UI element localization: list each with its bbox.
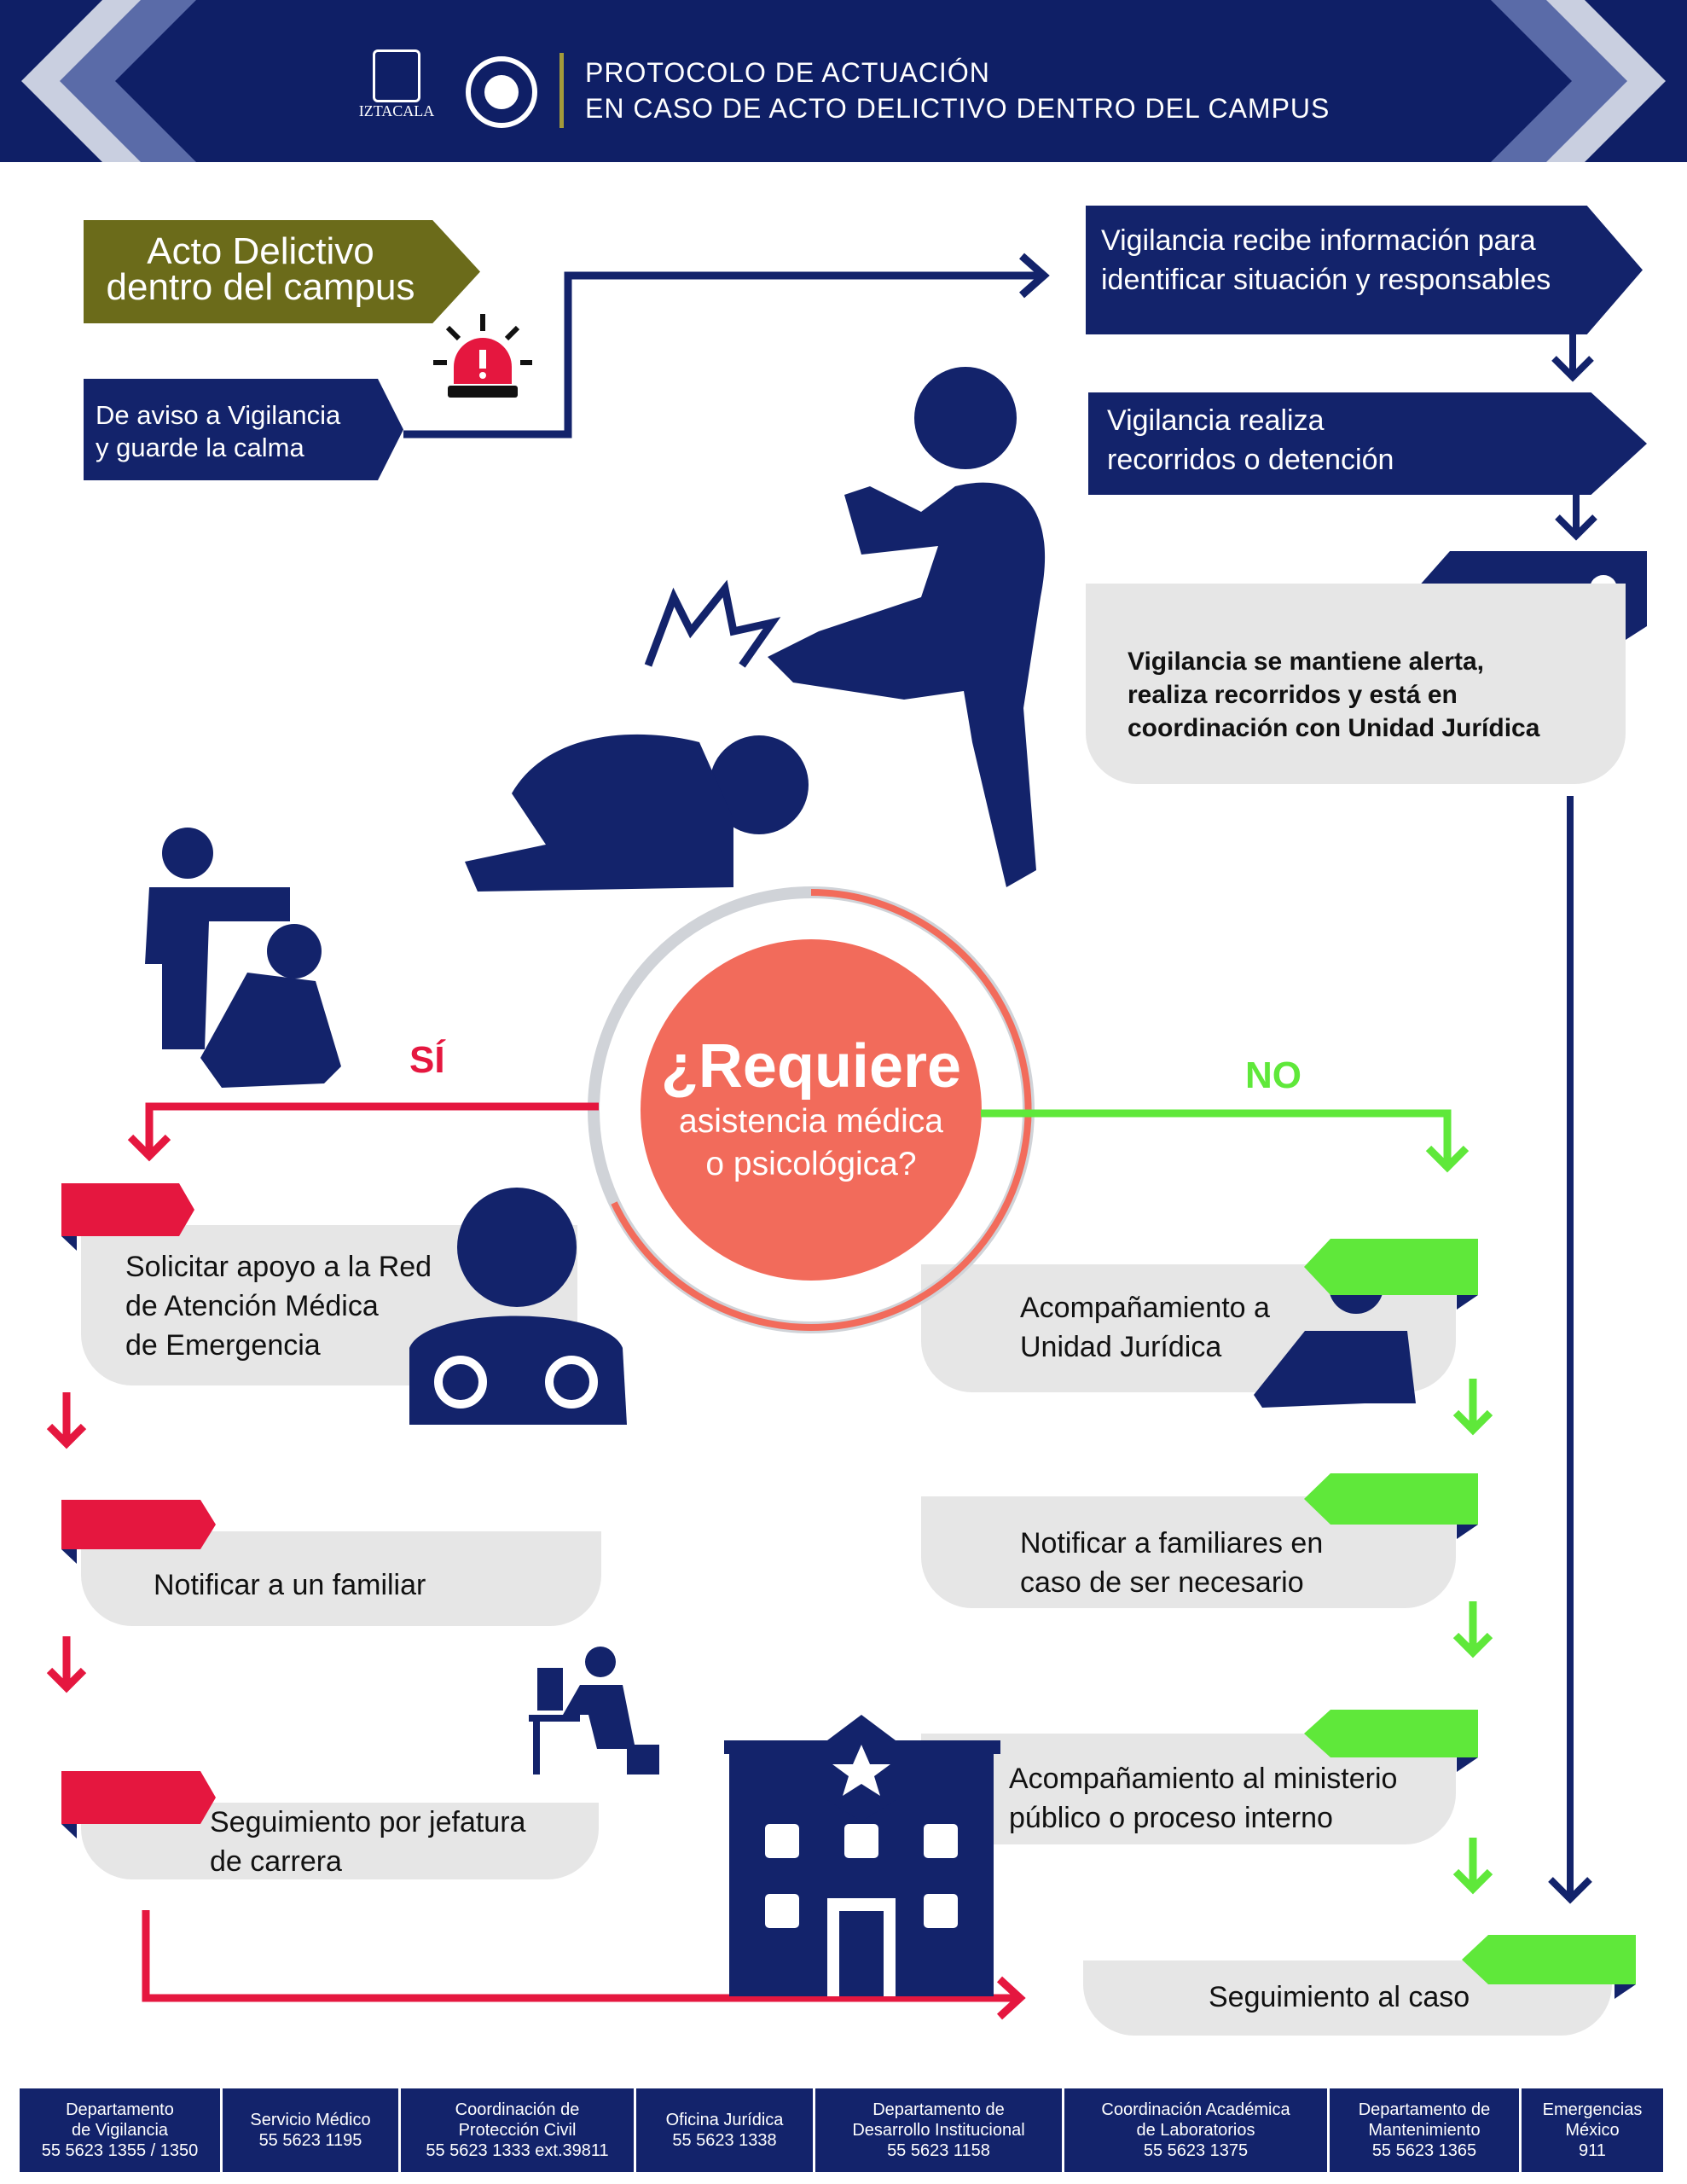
footer-contact-line: de Laboratorios xyxy=(1136,2121,1255,2140)
footer-contact-line: 55 5623 1158 xyxy=(887,2141,990,2160)
decision-ring xyxy=(611,889,1032,1331)
unam-iztacala-logo: IZTACALA xyxy=(350,49,443,135)
notice-vigilance-box: De aviso a Vigilancia y guarde la calma xyxy=(84,379,403,480)
footer-contact-line: 55 5623 1333 ext.39811 xyxy=(426,2141,609,2160)
vigilance-step-3: Vigilancia se mantiene alerta, realiza r… xyxy=(1086,584,1626,784)
decision-line-2: asistencia médica xyxy=(679,1103,943,1140)
decision-question: ¿Requiere asistencia médica o psicológic… xyxy=(641,1032,982,1186)
footer-contact-line: 911 xyxy=(1579,2141,1606,2160)
footer-contact-line: Coordinación Académica xyxy=(1101,2100,1290,2119)
decision-line-3: o psicológica? xyxy=(705,1146,917,1182)
notice-line-2: y guarde la calma xyxy=(96,433,304,462)
decision-circle xyxy=(641,939,982,1281)
proteccion-civil-logo xyxy=(466,56,537,128)
footer-contact-line: Servicio Médico xyxy=(250,2111,371,2129)
footer-contact-line: Departamento de xyxy=(1358,2100,1491,2119)
police-building-icon xyxy=(724,1715,1000,1996)
no-label: NO xyxy=(1245,1054,1301,1096)
vigilance-step-1-line-2: identificar situación y responsables xyxy=(1101,264,1551,296)
vigilance-step-2-line-1: Vigilancia realiza xyxy=(1107,404,1325,437)
footer-contact-line: Emergencias xyxy=(1542,2100,1643,2119)
comforting-figure-icon xyxy=(145,828,341,1088)
footer-contact-cell: Oficina Jurídica 55 5623 1338 xyxy=(636,2088,815,2172)
student-laptop-icon xyxy=(529,1647,659,1774)
page-title: PROTOCOLO DE ACTUACIÓN EN CASO DE ACTO D… xyxy=(585,55,1330,126)
start-event-label: Acto Delictivo dentro del campus xyxy=(84,220,480,323)
footer-contact-line: 55 5623 1365 xyxy=(1371,2141,1477,2160)
victim-figure-icon xyxy=(465,579,809,892)
footer-contact-line: Mantenimiento xyxy=(1368,2121,1481,2140)
attacker-figure-icon xyxy=(768,367,1046,887)
footer-contact-line: México xyxy=(1565,2121,1620,2140)
footer-contact-line: Departamento xyxy=(66,2100,174,2119)
footer-contact-line: Departamento de xyxy=(872,2100,1005,2119)
footer-contact-line: de Vigilancia xyxy=(71,2121,169,2140)
vigilance-step-3-line-1: Vigilancia se mantiene alerta, xyxy=(1128,648,1484,676)
decision-line-1: ¿Requiere xyxy=(660,1032,962,1101)
vigilance-step-1-line-1: Vigilancia recibe información para xyxy=(1101,224,1536,257)
footer-contact-line: 55 5623 1375 xyxy=(1143,2141,1249,2160)
notice-line-1: De aviso a Vigilancia xyxy=(96,400,341,430)
title-line-2: EN CASO DE ACTO DELICTIVO DENTRO DEL CAM… xyxy=(585,93,1330,124)
vigilance-step-1: Vigilancia recibe información para ident… xyxy=(1086,206,1643,334)
footer-contact-line: 55 5623 1195 xyxy=(258,2131,362,2150)
start-title-line-2: dentro del campus xyxy=(106,266,415,308)
footer-contact-line: Coordinación de xyxy=(455,2100,580,2119)
yes-label: SÍ xyxy=(409,1039,445,1081)
vigilance-step-3-line-3: coordinación con Unidad Jurídica xyxy=(1128,714,1540,742)
start-title-line-1: Acto Delictivo xyxy=(147,230,374,272)
footer-contact-line: Desarrollo Institucional xyxy=(852,2121,1025,2140)
vigilance-step-2: Vigilancia realiza recorridos o detenció… xyxy=(1088,392,1647,495)
footer-contact-line: Protección Civil xyxy=(458,2121,577,2140)
header-banner: IZTACALA PROTOCOLO DE ACTUACIÓN EN CASO … xyxy=(0,0,1687,162)
doctor-icon xyxy=(409,1188,627,1425)
footer-contact-line: 55 5623 1338 xyxy=(672,2131,777,2150)
vigilance-step-2-line-2: recorridos o detención xyxy=(1107,444,1394,476)
footer-contact-cell: Servicio Médico 55 5623 1195 xyxy=(223,2088,401,2172)
footer-contact-line: Oficina Jurídica xyxy=(665,2111,784,2129)
title-line-1: PROTOCOLO DE ACTUACIÓN xyxy=(585,57,990,88)
chevron-decoration xyxy=(21,0,1666,162)
siren-icon xyxy=(433,314,532,398)
footer-contact-line: 55 5623 1355 / 1350 xyxy=(41,2141,199,2160)
vigilance-step-3-line-2: realiza recorridos y está en xyxy=(1128,681,1458,709)
